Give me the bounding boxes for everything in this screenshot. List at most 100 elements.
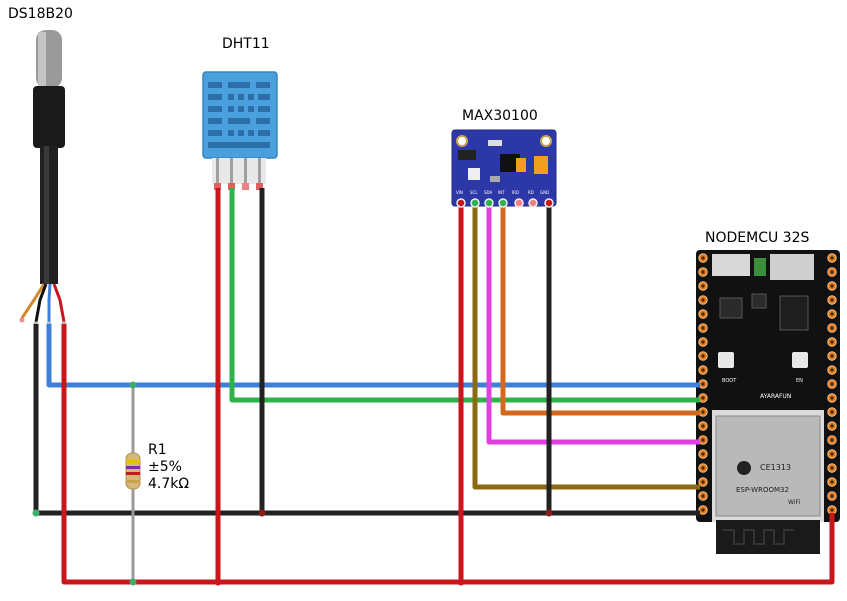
nodemcu-left-header-pin-hole xyxy=(701,340,705,344)
nodemcu-right-header-pin-hole xyxy=(830,480,834,484)
esp-cert-label: CE1313 xyxy=(760,463,791,472)
nodemcu-left-header-pin-hole xyxy=(701,298,705,302)
wire-dht11-data xyxy=(229,188,700,403)
nodemcu-right-header-pin-hole xyxy=(830,382,834,386)
nodemcu-left-header-pin-hole xyxy=(701,256,705,260)
nodemcu-right-header-pin-hole xyxy=(830,410,834,414)
nodemcu-right-header-pin-hole xyxy=(830,326,834,330)
nodemcu-en-button xyxy=(792,352,808,368)
max30100-label: MAX30100 xyxy=(462,108,538,124)
nodemcu-right-header-pin-hole xyxy=(830,340,834,344)
resistor-tolerance: ±5% xyxy=(148,459,182,475)
nodemcu-right-header-pin-hole xyxy=(830,312,834,316)
nodemcu-right-header-pin-hole xyxy=(830,424,834,428)
max-pin-gnd: GND xyxy=(540,190,549,195)
nodemcu-right-header-pin-hole xyxy=(830,284,834,288)
ds18b20-label: DS18B20 xyxy=(8,6,73,22)
nodemcu-right-header-pin-hole xyxy=(830,256,834,260)
nodemcu-right-header-pin-hole xyxy=(830,494,834,498)
nodemcu-right-header-pin-hole xyxy=(830,354,834,358)
band-violet xyxy=(126,466,140,469)
max30100-header-pins xyxy=(456,198,554,208)
nodemcu-right-header-pin-hole xyxy=(830,466,834,470)
ds18b20-sensor xyxy=(19,30,67,327)
ds18b20-lead-red xyxy=(52,283,66,323)
wire-max-scl xyxy=(472,204,700,490)
max-pin-vin: VIN xyxy=(456,190,463,195)
wifi-label: WiFi xyxy=(788,499,800,506)
esp-model-label: ESP-WROOM32 xyxy=(736,486,789,494)
nodemcu-jst-connector xyxy=(712,254,750,276)
nodemcu-left-header-pin-hole xyxy=(701,494,705,498)
band-gold xyxy=(126,480,140,483)
esp-wroom32-antenna xyxy=(716,520,820,554)
nodemcu-right-header-pin-hole xyxy=(830,368,834,372)
nodemcu-left-header-pin-hole xyxy=(701,326,705,330)
nodemcu-left-header-pin-hole xyxy=(701,480,705,484)
nodemcu-left-header xyxy=(698,253,708,515)
ds18b20-lead-blue xyxy=(47,283,52,322)
nodemcu-left-header-pin-hole xyxy=(701,382,705,386)
max30100-sensor-chip xyxy=(500,154,520,172)
nodemcu-left-header-pin-hole xyxy=(701,508,705,512)
dht11-grille xyxy=(208,82,270,148)
nodemcu-left-header-pin-hole xyxy=(701,270,705,274)
max30100-pin-labels: VIN SCL SDA INT IRD RD GND xyxy=(456,190,549,195)
nodemcu-left-header-pin-hole xyxy=(701,312,705,316)
wire-power-bus xyxy=(61,324,835,585)
nodemcu-left-header-pin-hole xyxy=(701,466,705,470)
nodemcu-right-header-pin-hole xyxy=(830,508,834,512)
nodemcu-right-header-pin-hole xyxy=(830,452,834,456)
nodemcu-right-header xyxy=(827,253,837,515)
nodemcu-left-header-pin-hole xyxy=(701,452,705,456)
brand-label: AYARAFUN xyxy=(760,393,791,400)
ds18b20-heatshrink xyxy=(33,86,65,148)
nodemcu-left-header-pin-hole xyxy=(701,354,705,358)
resistor-name: R1 xyxy=(148,442,167,458)
wires xyxy=(33,188,835,585)
esp-wroom32-shield xyxy=(715,415,821,517)
band-yellow xyxy=(126,460,140,463)
nodemcu-right-header-pin-hole xyxy=(830,270,834,274)
max-pin-sda: SDA xyxy=(484,190,493,195)
ds18b20-lead-black xyxy=(34,283,48,323)
dht11-sensor xyxy=(202,71,278,190)
max-pin-rd: RD xyxy=(528,190,534,195)
dht11-label: DHT11 xyxy=(222,36,270,52)
max30100-sensor: VIN SCL SDA INT IRD RD GND xyxy=(451,129,557,207)
junctions xyxy=(32,381,553,586)
dht11-pin-data xyxy=(228,183,235,190)
nodemcu-left-header-pin-hole xyxy=(701,410,705,414)
resistor-label: R1 ±5% 4.7kΩ xyxy=(148,442,189,493)
wire-max-int xyxy=(500,204,700,416)
nodemcu-left-header-pin-hole xyxy=(701,396,705,400)
nodemcu-left-header-pin-hole xyxy=(701,438,705,442)
en-label: EN xyxy=(796,378,803,384)
nodemcu-usb-port xyxy=(770,254,814,280)
max-pin-scl: SCL xyxy=(470,190,478,195)
nodemcu-right-header-pin-hole xyxy=(830,298,834,302)
max-pin-ird: IRD xyxy=(512,190,519,195)
resistor-r1 xyxy=(125,452,141,490)
wire-ds18b20-data xyxy=(46,324,700,388)
resistor-value: 4.7kΩ xyxy=(148,476,190,492)
wire-max-sda xyxy=(486,204,700,445)
ds18b20-lead-orange xyxy=(20,283,46,319)
dht11-pin-nc xyxy=(242,183,249,190)
nodemcu-left-header-pin-hole xyxy=(701,424,705,428)
boot-label: BOOT xyxy=(722,378,737,384)
nodemcu-regulator xyxy=(779,295,809,331)
dht11-pin-vcc xyxy=(214,183,221,190)
nodemcu-label: NODEMCU 32S xyxy=(705,230,810,246)
nodemcu-boot-button xyxy=(718,352,734,368)
dht11-pin-gnd xyxy=(256,183,263,190)
nodemcu-left-header-pin-hole xyxy=(701,368,705,372)
band-red xyxy=(126,472,140,475)
nodemcu-right-header-pin-hole xyxy=(830,438,834,442)
nodemcu-32s-board: BOOT EN AYARAFUN ESP-WROOM32 CE1313 WiFi xyxy=(696,250,840,554)
nodemcu-right-header-pin-hole xyxy=(830,396,834,400)
nodemcu-left-header-pin-hole xyxy=(701,284,705,288)
max-pin-int: INT xyxy=(498,190,505,195)
espressif-logo-icon xyxy=(737,461,751,475)
